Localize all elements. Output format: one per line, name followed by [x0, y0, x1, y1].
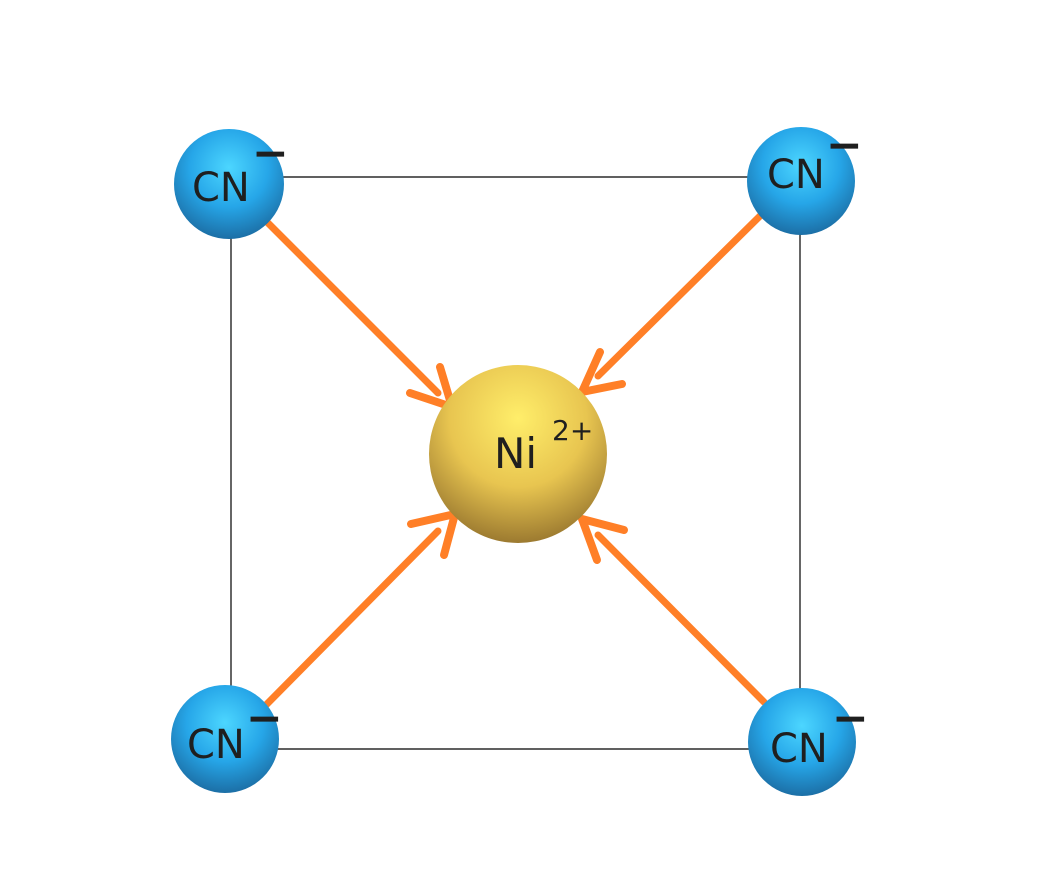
- arrow-bottom-right: [578, 515, 768, 706]
- ligand-symbol: CN: [767, 152, 825, 198]
- ligand-bottom-right: CN −: [748, 688, 869, 796]
- arrow-bottom-left: [262, 510, 459, 709]
- nickel-charge: 2+: [552, 414, 593, 447]
- ligand-charge: −: [252, 128, 289, 179]
- ligand-charge: −: [832, 693, 869, 744]
- nickel-ion: Ni 2+: [429, 365, 607, 543]
- arrow-top-left: [264, 219, 456, 411]
- ligand-symbol: CN: [187, 722, 245, 768]
- ligand-top-right: CN −: [747, 120, 863, 235]
- ligand-sphere: [748, 688, 856, 796]
- ligand-symbol: CN: [192, 165, 250, 211]
- ligand-bottom-left: CN −: [171, 685, 283, 793]
- ligand-sphere: [171, 685, 279, 793]
- nickel-sphere: [429, 365, 607, 543]
- ligand-charge: −: [246, 693, 283, 744]
- nickel-symbol: Ni: [494, 429, 537, 478]
- ligand-sphere: [747, 127, 855, 235]
- square-planar-frame: [225, 176, 801, 750]
- arrow-top-right: [578, 212, 764, 396]
- ligand-top-left: CN −: [174, 128, 289, 239]
- ligand-charge: −: [826, 120, 863, 171]
- ligand-symbol: CN: [770, 726, 828, 772]
- ligand-sphere: [174, 129, 284, 239]
